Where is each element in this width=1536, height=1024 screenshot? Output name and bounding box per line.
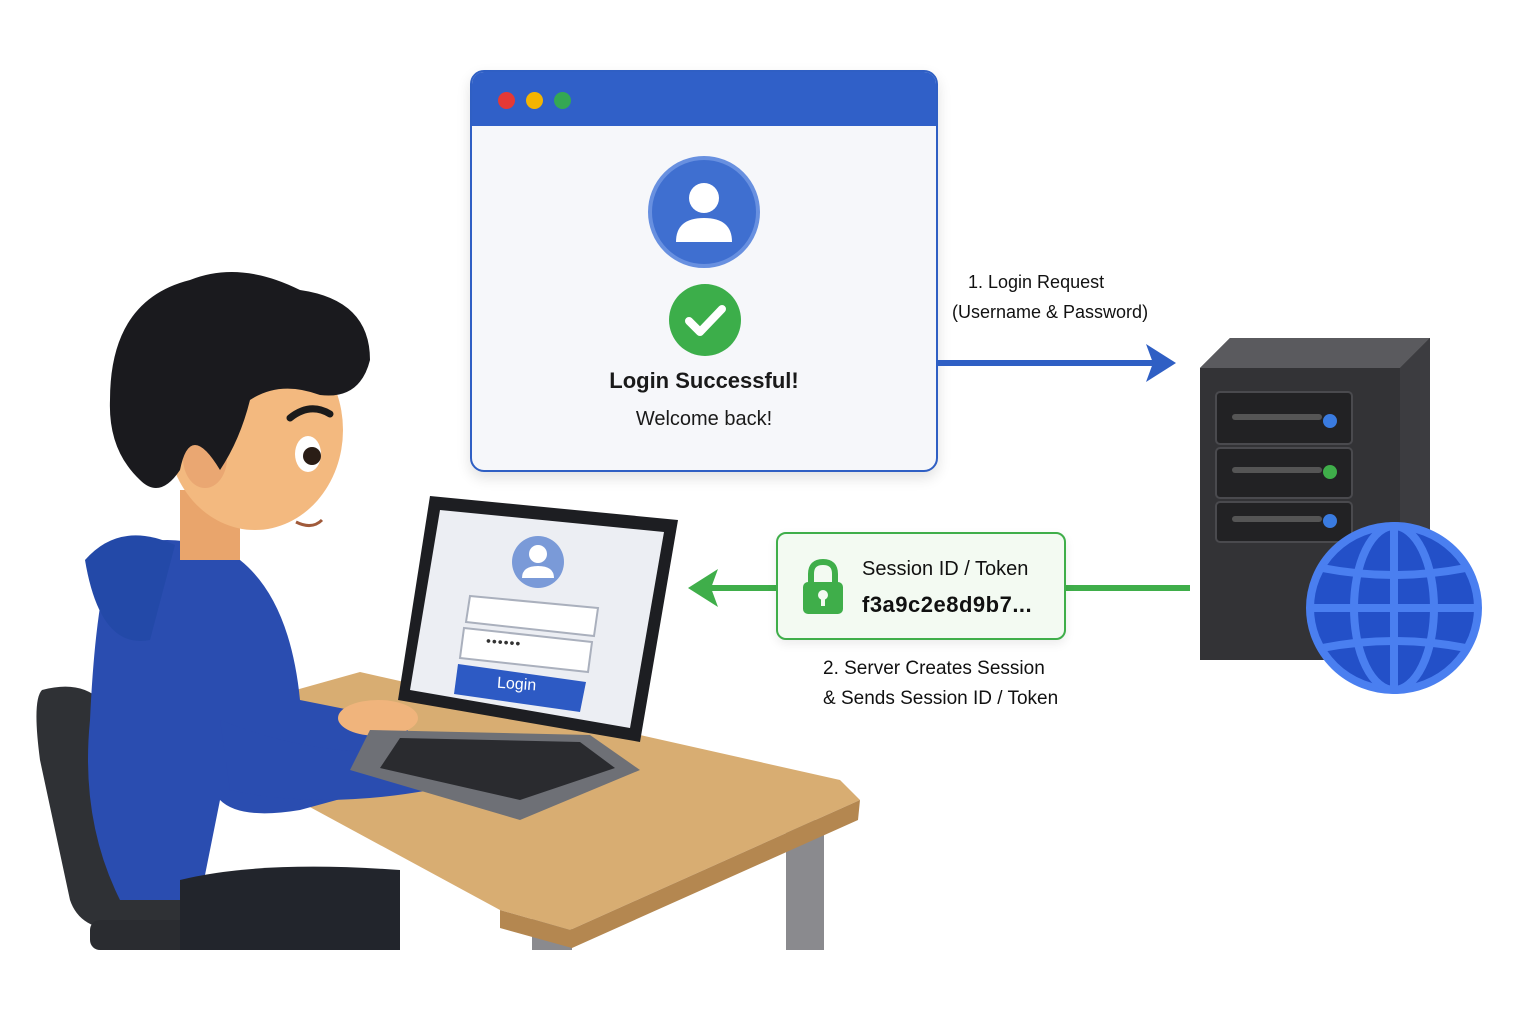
window-close-dot[interactable] — [498, 92, 515, 109]
response-sublabel: & Sends Session ID / Token — [823, 688, 1059, 709]
person-at-laptop-illustration — [36, 272, 860, 950]
window-maximize-dot[interactable] — [554, 92, 571, 109]
globe-icon — [1306, 522, 1482, 694]
session-token-card: Session ID / Token f3a9c2e8d9b7... — [776, 532, 1066, 640]
laptop-login-button — [454, 664, 586, 712]
window-titlebar — [472, 72, 936, 126]
window-minimize-dot[interactable] — [526, 92, 543, 109]
user-avatar-icon — [648, 156, 760, 268]
laptop-password-mask: •••••• — [485, 632, 523, 652]
welcome-message: Welcome back! — [635, 408, 773, 430]
left-hand — [338, 700, 418, 736]
check-circle-icon — [669, 284, 741, 356]
laptop-login-button-label[interactable]: Login — [496, 674, 537, 695]
session-card-title: Session ID / Token — [862, 558, 1029, 580]
session-response-arrow — [688, 569, 1190, 607]
session-token-value: f3a9c2e8d9b7... — [862, 592, 1033, 617]
hoodie — [88, 540, 414, 900]
request-label: 1. Login Request — [968, 272, 1105, 292]
request-sublabel: (Username & Password) — [952, 302, 1149, 322]
response-label: 2. Server Creates Session — [823, 658, 1045, 679]
padlock-icon — [803, 558, 843, 614]
login-request-arrow — [936, 344, 1176, 382]
login-success-window: Login Successful! Welcome back! — [470, 70, 938, 472]
hair — [109, 272, 370, 488]
login-success-title: Login Successful! — [609, 368, 799, 393]
